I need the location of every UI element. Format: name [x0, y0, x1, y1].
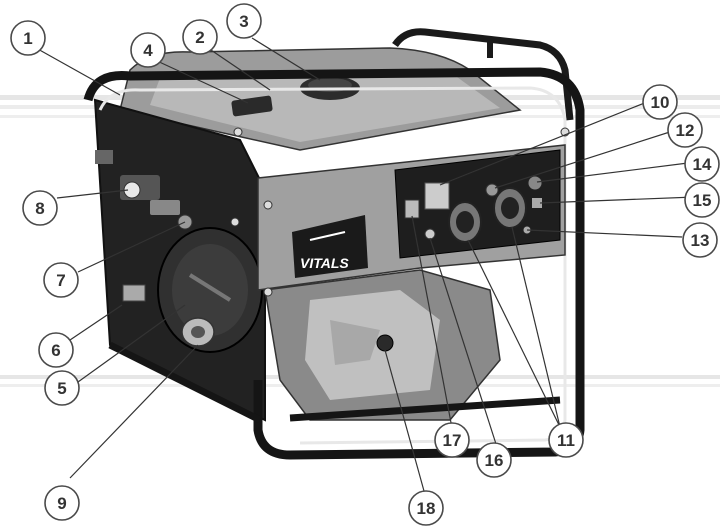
outlet-panel	[394, 149, 561, 259]
callout-9-label: 9	[57, 494, 66, 513]
nameplate	[122, 284, 146, 302]
callout-5-label: 5	[57, 379, 66, 398]
callout-12: 12	[667, 112, 703, 148]
callout-2: 2	[182, 19, 218, 55]
callout-13-label: 13	[691, 231, 710, 250]
brand-logo-text: VITALS	[300, 255, 349, 271]
callout-11: 11	[548, 422, 584, 458]
oil-filler-cap	[376, 334, 394, 352]
callout-11-label: 11	[557, 431, 575, 450]
callout-9: 9	[44, 485, 80, 521]
callout-15: 15	[684, 182, 720, 218]
callout-6-label: 6	[51, 341, 60, 360]
fuel-gauge	[231, 95, 273, 117]
dc-breaker	[532, 198, 542, 208]
callout-7: 7	[43, 262, 79, 298]
callout-16: 16	[476, 442, 512, 478]
callout-12-label: 12	[676, 121, 695, 140]
pilot-lamp	[424, 228, 436, 240]
callout-10-label: 10	[651, 93, 670, 112]
callout-18-label: 18	[417, 499, 436, 518]
callout-17-label: 17	[443, 431, 462, 450]
callout-14-label: 14	[693, 155, 712, 174]
engine-switch	[404, 199, 420, 219]
callout-1: 1	[10, 20, 46, 56]
voltmeter	[424, 182, 450, 210]
dc-outlet	[527, 175, 543, 191]
callout-3-label: 3	[239, 12, 248, 31]
callout-14: 14	[684, 146, 720, 182]
callout-3: 3	[226, 3, 262, 39]
callout-16-label: 16	[485, 451, 504, 470]
callout-17: 17	[434, 422, 470, 458]
brand-logo: VITALS	[292, 215, 368, 278]
callout-18: 18	[408, 490, 444, 526]
callout-10: 10	[642, 84, 678, 120]
generator-illustration: VITALS	[83, 28, 585, 460]
frame-back	[392, 28, 574, 121]
callout-4: 4	[130, 32, 166, 68]
leader-lines	[35, 37, 696, 492]
callout-8: 8	[22, 190, 58, 226]
callout-2-label: 2	[195, 28, 204, 47]
frame-front-outer	[83, 67, 585, 460]
callout-15-label: 15	[693, 191, 712, 210]
callout-4-label: 4	[143, 41, 153, 60]
callout-8-label: 8	[35, 199, 44, 218]
callout-13: 13	[682, 222, 718, 258]
callout-6: 6	[38, 332, 74, 368]
callout-7-label: 7	[56, 271, 65, 290]
callout-5: 5	[44, 370, 80, 406]
circuit-breaker	[485, 183, 499, 197]
callout-1-label: 1	[23, 29, 32, 48]
